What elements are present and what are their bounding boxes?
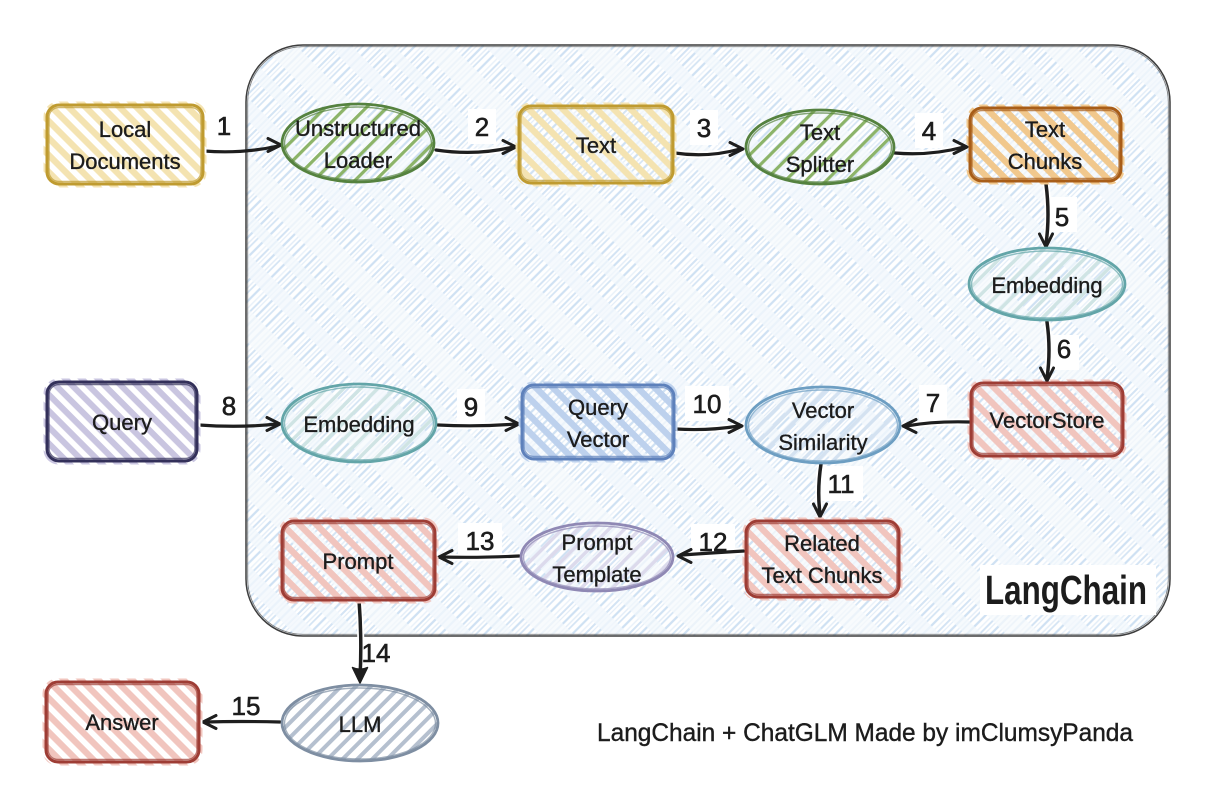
svg-text:Similarity: Similarity xyxy=(778,430,867,455)
svg-text:Loader: Loader xyxy=(324,148,393,173)
svg-text:Template: Template xyxy=(552,562,641,587)
svg-text:Text Chunks: Text Chunks xyxy=(761,563,882,588)
svg-text:Query: Query xyxy=(568,395,628,420)
svg-text:VectorStore: VectorStore xyxy=(990,408,1105,433)
svg-text:Prompt: Prompt xyxy=(562,530,633,555)
svg-text:Splitter: Splitter xyxy=(786,152,854,177)
svg-text:8: 8 xyxy=(222,391,236,421)
svg-text:LangChain: LangChain xyxy=(985,567,1147,613)
svg-text:9: 9 xyxy=(464,392,478,422)
svg-text:Text: Text xyxy=(800,120,840,145)
svg-text:10: 10 xyxy=(693,389,722,419)
svg-text:Unstructured: Unstructured xyxy=(295,116,421,141)
svg-text:LLM: LLM xyxy=(339,712,382,737)
svg-text:1: 1 xyxy=(217,111,231,141)
svg-text:Prompt: Prompt xyxy=(323,549,394,574)
svg-text:Documents: Documents xyxy=(69,149,180,174)
svg-text:Embedding: Embedding xyxy=(303,412,414,437)
svg-text:7: 7 xyxy=(926,388,940,418)
svg-text:13: 13 xyxy=(466,526,495,556)
svg-text:Local: Local xyxy=(99,117,152,142)
svg-text:LangChain + ChatGLM Made by im: LangChain + ChatGLM Made by imClumsyPand… xyxy=(597,719,1133,747)
svg-text:Related: Related xyxy=(784,531,860,556)
svg-text:Text: Text xyxy=(1025,117,1065,142)
svg-text:2: 2 xyxy=(475,112,489,142)
svg-text:Query: Query xyxy=(92,410,152,435)
svg-text:Vector: Vector xyxy=(792,398,854,423)
svg-text:12: 12 xyxy=(699,527,728,557)
svg-text:Embedding: Embedding xyxy=(991,273,1102,298)
svg-text:3: 3 xyxy=(697,113,711,143)
svg-text:14: 14 xyxy=(362,638,391,668)
svg-text:Chunks: Chunks xyxy=(1008,149,1083,174)
svg-text:11: 11 xyxy=(828,469,855,499)
svg-text:Answer: Answer xyxy=(85,710,158,735)
svg-text:6: 6 xyxy=(1057,334,1071,364)
svg-text:15: 15 xyxy=(232,691,261,721)
svg-text:Text: Text xyxy=(576,133,616,158)
svg-text:5: 5 xyxy=(1055,202,1069,232)
svg-text:Vector: Vector xyxy=(567,427,629,452)
svg-text:4: 4 xyxy=(922,116,936,146)
